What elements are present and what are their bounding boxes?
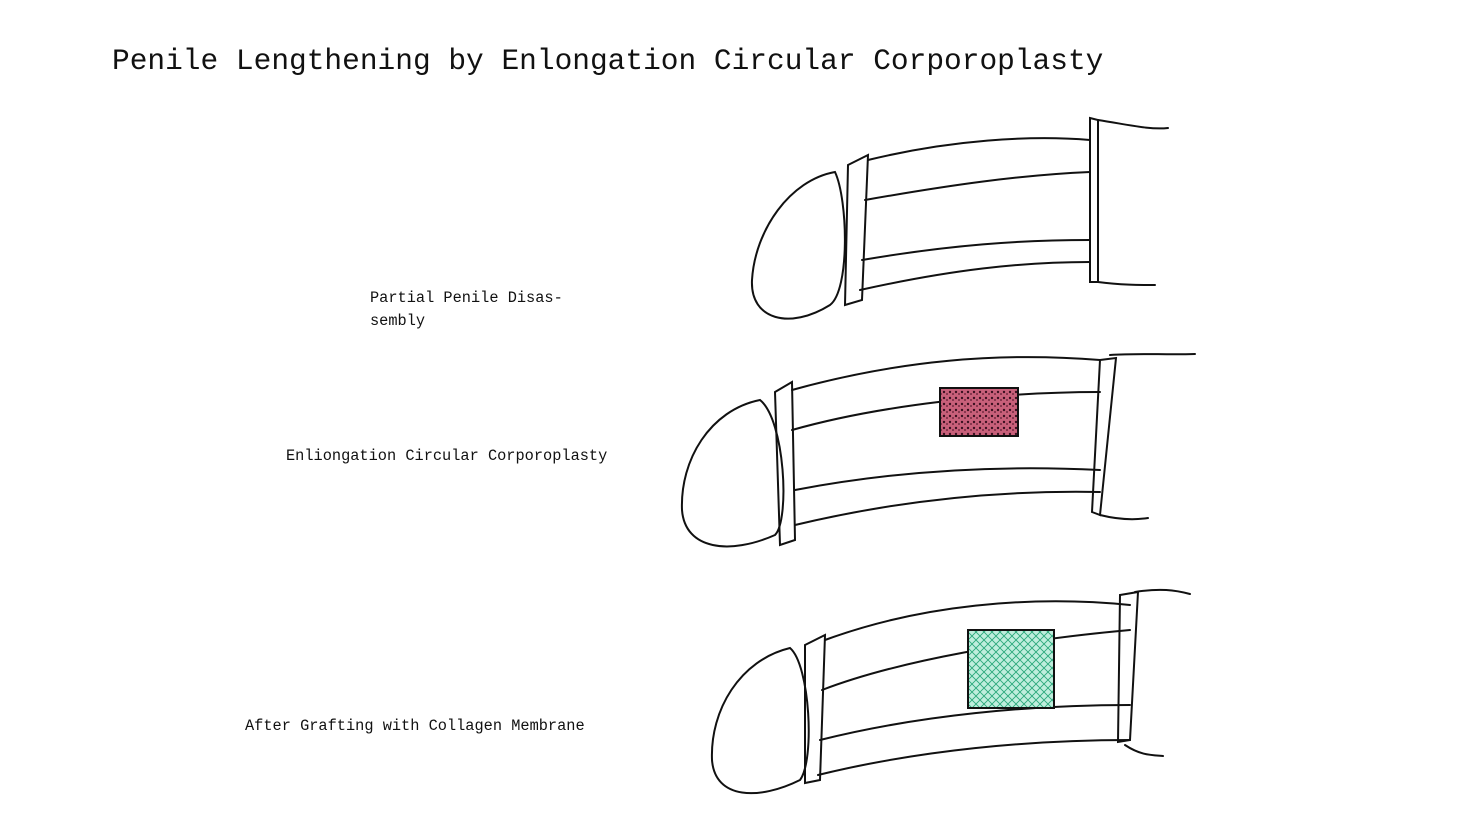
resected-corpus-segment bbox=[939, 387, 1019, 437]
stage-label-corporoplasty: Enliongation Circular Corporoplasty bbox=[286, 447, 608, 465]
slide-title: Penile Lengthening by Enlongation Circul… bbox=[112, 44, 1104, 78]
glans bbox=[710, 646, 810, 795]
sketch-partial-disassembly bbox=[750, 116, 1169, 320]
sketch-corporoplasty bbox=[680, 353, 1196, 548]
stage-label-partial-disassembly: Partial Penile Disas- sembly bbox=[370, 287, 563, 333]
glans bbox=[680, 398, 785, 548]
sketch-grafting bbox=[710, 588, 1191, 795]
label-line-2: sembly bbox=[370, 312, 426, 330]
stage-label-grafting: After Grafting with Collagen Membrane bbox=[245, 717, 585, 735]
label-line-1: Partial Penile Disas- bbox=[370, 289, 563, 307]
glans bbox=[750, 170, 846, 320]
collagen-membrane-graft bbox=[967, 629, 1055, 709]
